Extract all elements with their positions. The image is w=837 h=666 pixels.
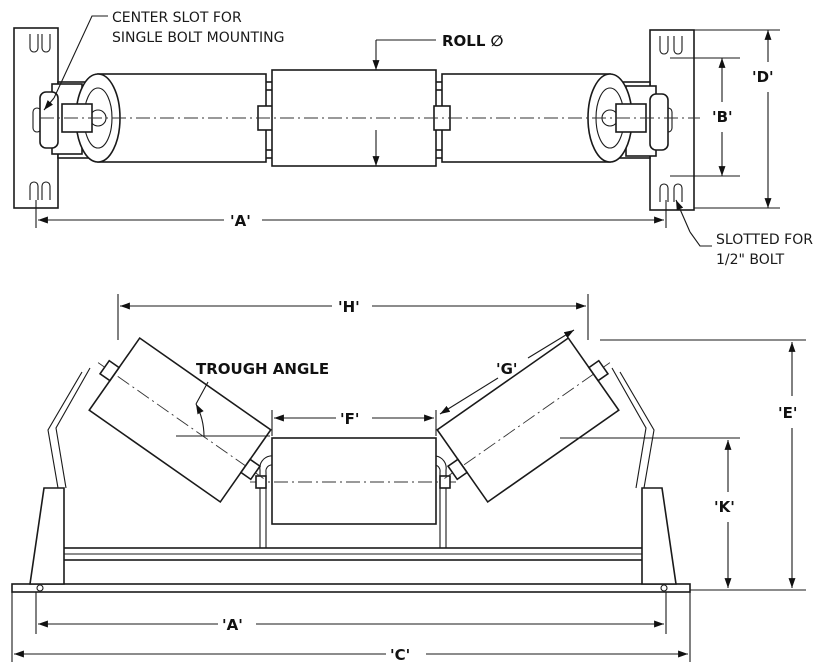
e-label: 'E' [778, 404, 797, 422]
h-label: 'H' [338, 298, 360, 316]
top-view: ROLL ∅ CENTER SLOT FOR SINGLE BOLT MOUNT… [13, 10, 813, 268]
front-center-roll [271, 437, 437, 525]
e-dimension: 'E' [600, 339, 806, 591]
b-label: 'B' [712, 108, 733, 126]
slotted-callout: SLOTTED FOR 1/2" BOLT [675, 199, 813, 268]
left-end-stand [29, 487, 65, 585]
g-dimension: 'G' [439, 329, 575, 415]
a-bottom-label: 'A' [222, 616, 243, 634]
a-top-dimension: 'A' [35, 200, 667, 230]
roll-diameter-dimension: ROLL ∅ [372, 32, 504, 166]
f-label: 'F' [340, 410, 359, 428]
k-label: 'K' [714, 498, 735, 516]
c-dimension: 'C' [11, 592, 691, 664]
center-slot-label-line2: SINGLE BOLT MOUNTING [112, 30, 285, 46]
front-right-wing-roll [436, 336, 620, 504]
right-wing-bracket [619, 371, 655, 489]
g-label: 'G' [496, 360, 518, 378]
front-left-wing-roll [88, 336, 272, 504]
center-slot-callout: CENTER SLOT FOR SINGLE BOLT MOUNTING [43, 10, 285, 111]
center-slot-label-line1: CENTER SLOT FOR [112, 10, 242, 26]
front-view: TROUGH ANGLE 'H' 'G' 'F' [11, 294, 806, 664]
f-dimension: 'F' [271, 410, 437, 436]
slotted-label-line1: SLOTTED FOR [716, 232, 813, 248]
a-bottom-dimension: 'A' [35, 592, 667, 634]
right-end-stand [641, 487, 677, 585]
a-top-label: 'A' [230, 212, 251, 230]
roll-label: ROLL ∅ [442, 32, 504, 50]
d-label: 'D' [752, 68, 774, 86]
h-dimension: 'H' [117, 294, 589, 340]
c-label: 'C' [390, 646, 410, 664]
base-plate [11, 583, 691, 593]
b-dimension: 'B' [670, 57, 740, 177]
k-dimension: 'K' [560, 437, 740, 588]
d-dimension: 'D' [694, 29, 780, 209]
left-wing-bracket [47, 371, 83, 489]
slotted-label-line2: 1/2" BOLT [716, 252, 785, 268]
trough-angle-dimension: TROUGH ANGLE [176, 360, 329, 437]
trough-angle-label: TROUGH ANGLE [196, 360, 329, 378]
